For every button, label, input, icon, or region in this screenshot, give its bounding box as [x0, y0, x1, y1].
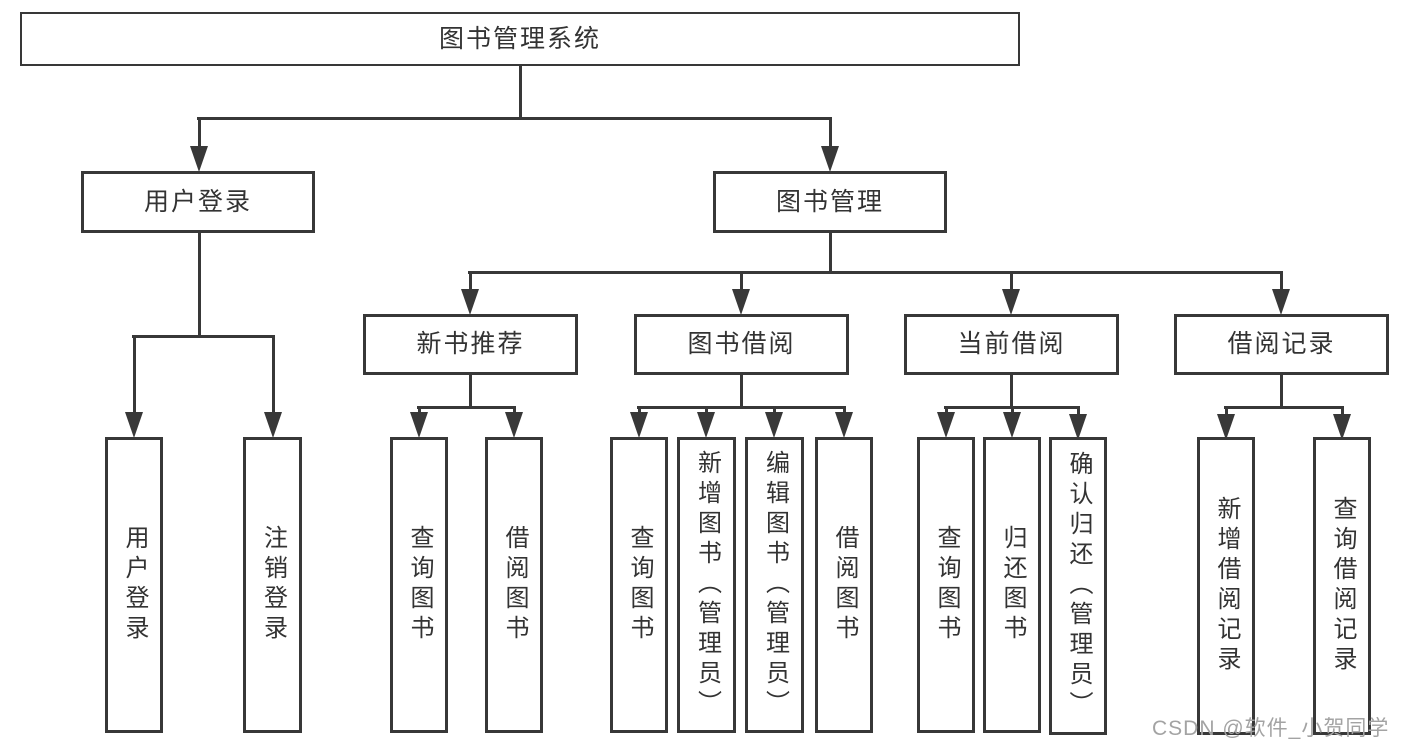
arrow-shaft [1279, 271, 1283, 295]
node-leaf-user-login: 用户登录 [105, 437, 163, 733]
arrowhead-icon [821, 146, 839, 172]
arrowhead-icon [732, 289, 750, 315]
arrowhead-icon [410, 412, 428, 438]
arrow-shaft [197, 117, 201, 152]
node-leaf-borrow-books-1: 借阅图书 [485, 437, 543, 733]
connector-line [637, 405, 846, 409]
arrowhead-icon [1333, 414, 1351, 440]
arrow-shaft [1076, 406, 1080, 420]
arrow-shaft [739, 271, 743, 295]
node-book-borrowing: 图书借阅 [634, 314, 849, 375]
arrow-shaft [1224, 406, 1228, 420]
node-current-borrowing: 当前借阅 [904, 314, 1119, 375]
arrow-shaft [828, 117, 832, 152]
connector-line [132, 334, 275, 338]
node-leaf-query-books-3: 查询图书 [917, 437, 975, 733]
connector-line [417, 405, 516, 409]
arrowhead-icon [1069, 414, 1087, 440]
arrowhead-icon [630, 412, 648, 438]
node-leaf-query-books-1: 查询图书 [390, 437, 448, 733]
node-leaf-borrow-books-2: 借阅图书 [815, 437, 873, 733]
arrowhead-icon [937, 412, 955, 438]
connector-line [828, 232, 832, 274]
arrowhead-icon [835, 412, 853, 438]
connector-line [1224, 405, 1344, 409]
arrowhead-icon [765, 412, 783, 438]
arrow-shaft [271, 335, 275, 418]
connector-line [1279, 374, 1283, 409]
arrowhead-icon [1002, 289, 1020, 315]
node-system-root: 图书管理系统 [20, 12, 1020, 66]
arrowhead-icon [461, 289, 479, 315]
arrowhead-icon [1003, 412, 1021, 438]
node-borrowing-records: 借阅记录 [1174, 314, 1389, 375]
node-book-management: 图书管理 [713, 171, 947, 233]
connector-line [468, 270, 1283, 274]
arrowhead-icon [190, 146, 208, 172]
node-leaf-add-books-admin: 新增图书（管理员） [677, 437, 736, 733]
arrowhead-icon [125, 412, 143, 438]
node-new-book-recommend: 新书推荐 [363, 314, 578, 375]
node-user-login: 用户登录 [81, 171, 315, 233]
connector-line [739, 374, 743, 409]
connector-line [518, 65, 522, 120]
csdn-watermark: CSDN @软件_小贺同学 [1152, 717, 1390, 740]
arrowhead-icon [1272, 289, 1290, 315]
arrowhead-icon [505, 412, 523, 438]
arrowhead-icon [697, 412, 715, 438]
node-leaf-query-borrow-record: 查询借阅记录 [1313, 437, 1371, 735]
node-leaf-add-borrow-record: 新增借阅记录 [1197, 437, 1255, 735]
connector-line [197, 232, 201, 338]
arrow-shaft [468, 271, 472, 295]
node-leaf-edit-books-admin: 编辑图书（管理员） [745, 437, 804, 733]
arrow-shaft [1009, 271, 1013, 295]
connector-line [197, 116, 832, 120]
node-leaf-confirm-return-admin: 确认归还（管理员） [1049, 437, 1107, 735]
node-leaf-query-books-2: 查询图书 [610, 437, 668, 733]
arrow-shaft [1340, 406, 1344, 420]
arrow-shaft [132, 335, 136, 418]
connector-line [468, 374, 472, 409]
node-leaf-logout: 注销登录 [243, 437, 302, 733]
arrowhead-icon [264, 412, 282, 438]
node-leaf-return-books: 归还图书 [983, 437, 1041, 733]
arrowhead-icon [1217, 414, 1235, 440]
connector-line [1009, 374, 1013, 409]
